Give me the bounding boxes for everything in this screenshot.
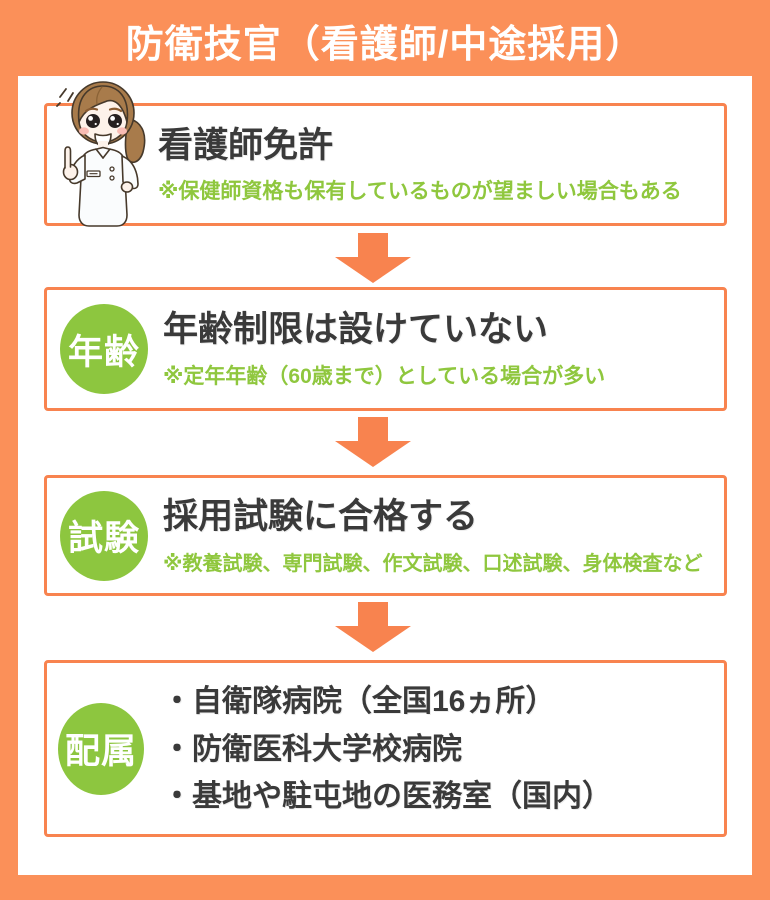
step2-note: ※定年年齢（60歳まで）としている場合が多い (163, 364, 606, 388)
step3-badge: 試験 (60, 490, 148, 581)
page-title: 防衛技官（看護師/中途採用） (125, 24, 645, 66)
step3-title: 採用試験に合格する (163, 497, 479, 537)
step2-badge: 年齢 (60, 304, 148, 394)
down-arrow-icon (335, 602, 411, 652)
step2-title: 年齢制限は設けていない (163, 310, 549, 350)
step-box-assignment: 配属 ・自衛隊病院（全国16ヵ所） ・防衛医科大学校病院 ・基地や駐屯地の医務室… (44, 660, 727, 837)
step4-badge: 配属 (58, 702, 144, 795)
step-box-license: 看護師免許 ※保健師資格も保有しているものが望ましい場合もある (44, 81, 727, 227)
step-box-exam: 試験 採用試験に合格する ※教養試験、専門試験、作文試験、口述試験、身体検査など (44, 475, 727, 596)
down-arrow-icon (335, 417, 411, 467)
step1-title: 看護師免許 (158, 125, 334, 165)
step-box-age: 年齢 年齢制限は設けていない ※定年年齢（60歳まで）としている場合が多い (44, 287, 727, 411)
assignment-item: ・防衛医科大学校病院 (162, 732, 462, 766)
down-arrow-icon (335, 233, 411, 283)
assignment-item: ・自衛隊病院（全国16ヵ所） (162, 685, 556, 719)
step3-note: ※教養試験、専門試験、作文試験、口述試験、身体検査など (163, 552, 703, 575)
step1-note: ※保健師資格も保有しているものが望ましい場合もある (158, 180, 682, 204)
assignment-item: ・基地や駐屯地の医務室（国内） (162, 780, 612, 814)
